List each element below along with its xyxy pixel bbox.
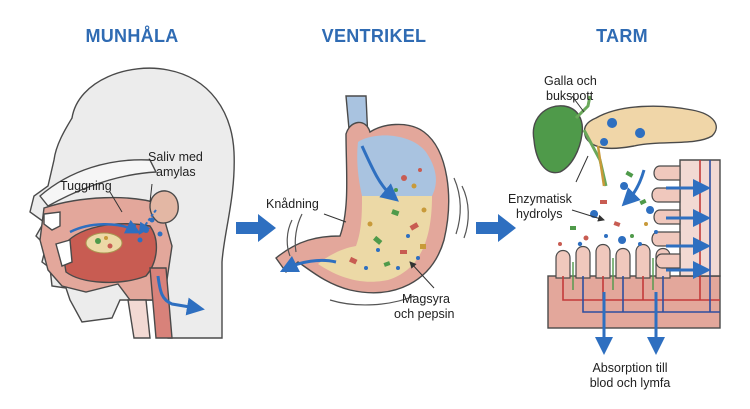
- intestine-illustration: [532, 95, 721, 355]
- salivary-gland: [149, 190, 179, 224]
- swallow-arrow: [156, 275, 205, 316]
- label-bile-2: bukspott: [546, 89, 594, 103]
- secretion-arrow: [621, 169, 646, 207]
- label-enzyme-2: hydrolys: [516, 207, 563, 221]
- lower-teeth: [55, 239, 73, 267]
- transition-arrow-1: [236, 214, 276, 242]
- label-saliva-2: amylas: [156, 165, 196, 179]
- stomach-illustration: [275, 95, 469, 306]
- duodenum-flow-arrow: [279, 255, 337, 273]
- label-acid-2: och pepsin: [394, 307, 455, 321]
- label-bile-1: Galla och: [544, 74, 597, 88]
- stomach-upper-fluid: [357, 135, 436, 196]
- label-absorb-1: Absorption till: [592, 361, 667, 375]
- villi-side: [651, 165, 681, 269]
- nasal-cavity: [39, 159, 158, 207]
- intestine-title: TARM: [596, 26, 648, 46]
- intestinal-wall: [547, 275, 721, 329]
- pancreatic-duct: [596, 145, 606, 187]
- label-saliva-1: Saliv med: [148, 150, 203, 164]
- mouth-title: MUNHÅLA: [85, 26, 178, 46]
- label-acid-1: Magsyra: [402, 292, 450, 306]
- mouth-illustration: [29, 67, 235, 339]
- gallbladder: [532, 105, 584, 174]
- stomach-flow-arrow: [360, 145, 399, 202]
- label-chewing: Tuggning: [60, 179, 112, 193]
- transition-arrow-2: [476, 214, 516, 242]
- acid-dots: [364, 234, 420, 270]
- food-bolus: [85, 232, 123, 254]
- enzyme-particles: [577, 182, 658, 247]
- label-absorb-2: blod och lymfa: [590, 376, 671, 390]
- villi-bottom: [555, 243, 671, 279]
- trachea: [127, 299, 151, 339]
- absorption-arrows-down: [595, 292, 665, 355]
- nutrient-particles: [558, 170, 648, 246]
- label-kneading: Knådning: [266, 197, 319, 211]
- saliva-arrow: [138, 209, 157, 235]
- lacteals: [572, 258, 654, 290]
- upper-teeth: [43, 211, 61, 231]
- stomach-title: VENTRIKEL: [322, 26, 427, 46]
- pancreas: [583, 105, 717, 150]
- absorption-arrows-right: [666, 179, 711, 279]
- esophagus: [149, 267, 173, 339]
- label-enzyme-1: Enzymatisk: [508, 192, 573, 206]
- chewing-arrow: [69, 219, 141, 234]
